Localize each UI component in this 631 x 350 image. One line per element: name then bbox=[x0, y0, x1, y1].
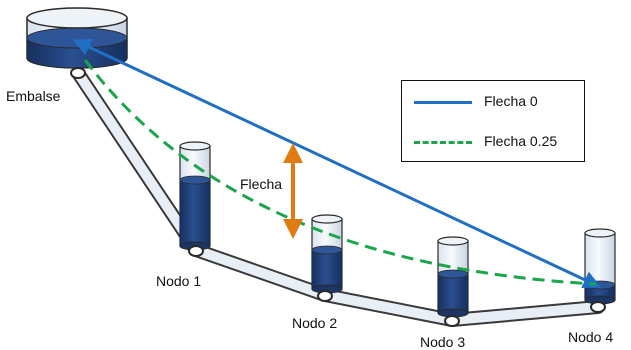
node4-tank bbox=[584, 228, 616, 305]
legend-item-sag-0: Flecha 0 bbox=[402, 91, 584, 113]
node3-tank bbox=[437, 236, 469, 318]
junction-node1 bbox=[188, 245, 204, 257]
label-node4: Nodo 4 bbox=[568, 329, 614, 345]
label-node2: Nodo 2 bbox=[292, 315, 338, 331]
legend-label: Flecha 0.25 bbox=[484, 133, 558, 149]
junction-node2 bbox=[317, 290, 333, 302]
sag-025-curve bbox=[83, 59, 597, 286]
junction-node4 bbox=[590, 301, 606, 313]
node2-tank bbox=[311, 214, 343, 294]
legend-label: Flecha 0 bbox=[484, 93, 538, 109]
junction-reservoir bbox=[70, 67, 86, 79]
legend-item-sag-025: Flecha 0.25 bbox=[402, 131, 584, 153]
legend-line-dashed bbox=[414, 141, 472, 144]
legend: Flecha 0 Flecha 0.25 bbox=[401, 80, 585, 162]
junction-node3 bbox=[444, 315, 460, 327]
sag-0-line bbox=[72, 38, 602, 289]
legend-line-solid bbox=[414, 101, 472, 104]
label-node1: Nodo 1 bbox=[156, 273, 202, 289]
label-node3: Nodo 3 bbox=[420, 334, 466, 350]
label-reservoir: Embalse bbox=[6, 88, 61, 104]
label-sag: Flecha bbox=[240, 176, 283, 192]
